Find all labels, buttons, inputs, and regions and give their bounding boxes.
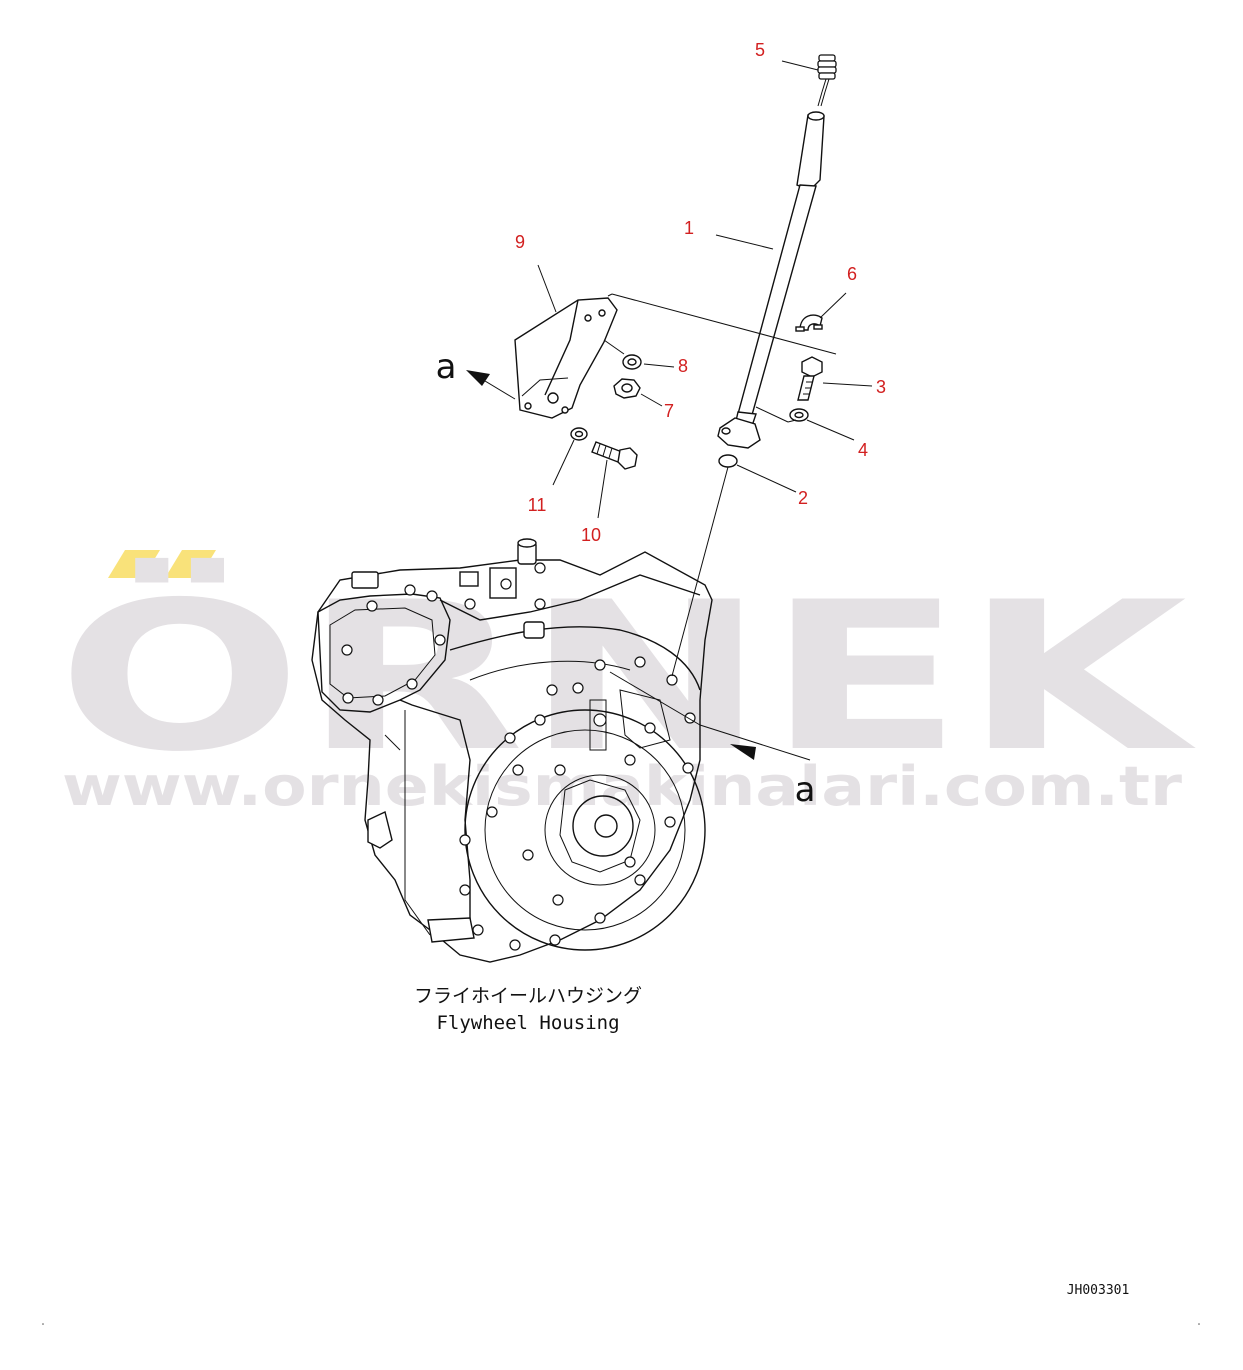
- callout-11: 11: [528, 495, 547, 515]
- dipstick-gauge: [817, 54, 837, 107]
- callout-6: 6: [847, 264, 857, 284]
- bolt-3: [797, 356, 823, 401]
- watermark-accent-left: [108, 550, 160, 578]
- flywheel-housing: [311, 538, 713, 963]
- callout-labels: 1 2 3 4 5 6 7 8 9 10 11: [515, 40, 886, 545]
- u-clip: [795, 314, 823, 332]
- view-arrow-top-head: [466, 370, 490, 386]
- caption-japanese: フライホイールハウジング: [414, 985, 642, 1007]
- callout-1: 1: [684, 218, 694, 238]
- callout-10: 10: [581, 525, 601, 545]
- nut-7: [613, 378, 641, 399]
- corner-dot-left: [42, 1323, 44, 1325]
- washer-8: [622, 354, 642, 370]
- guide-tube: [717, 111, 825, 449]
- callout-5: 5: [755, 40, 765, 60]
- callout-7: 7: [664, 401, 674, 421]
- leader-lines: [484, 60, 873, 761]
- view-marker-bottom: a: [795, 770, 816, 810]
- callout-8: 8: [678, 356, 688, 376]
- o-ring: [718, 454, 738, 468]
- callout-9: 9: [515, 232, 525, 252]
- callout-3: 3: [876, 377, 886, 397]
- corner-dot-right: [1198, 1323, 1200, 1325]
- bracket: [514, 297, 618, 419]
- washer-11: [570, 427, 588, 441]
- view-arrow-bottom-head: [730, 744, 756, 760]
- callout-2: 2: [798, 488, 808, 508]
- callout-4: 4: [858, 440, 868, 460]
- watermark-accent-right: [165, 550, 216, 578]
- drawing-code: JH003301: [1067, 1283, 1130, 1298]
- bolt-10: [591, 441, 638, 470]
- watermark: ÖRNEK www.orneki̇smaki̇nalari.com.tr: [57, 550, 1197, 818]
- view-marker-top: a: [436, 347, 457, 387]
- caption-english: Flywheel Housing: [436, 1012, 619, 1034]
- watermark-url: www.orneki̇smaki̇nalari.com.tr: [62, 755, 1182, 818]
- washer-4: [789, 408, 809, 422]
